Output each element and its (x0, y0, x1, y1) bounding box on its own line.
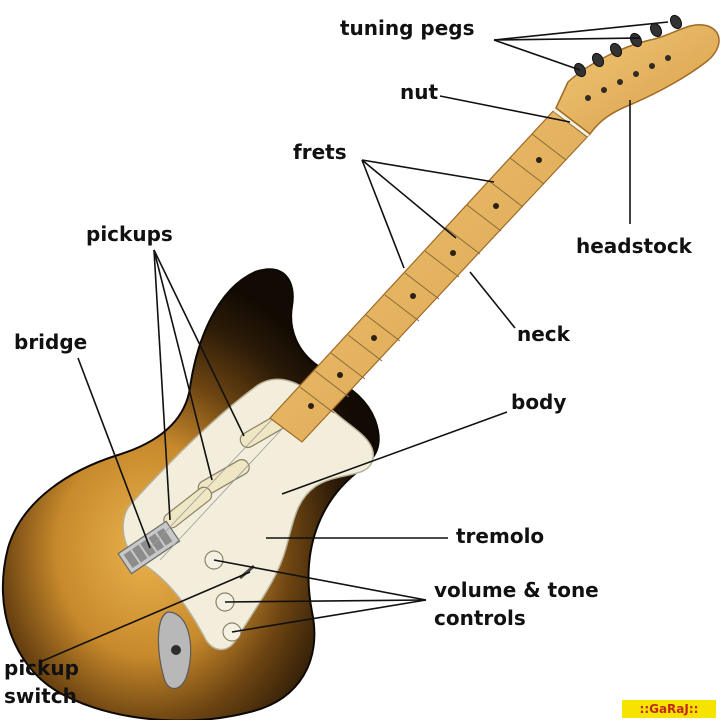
tuning-pegs (573, 14, 683, 78)
label-pickups: pickups (86, 222, 173, 246)
tuner-posts (585, 55, 671, 101)
bridge (117, 520, 181, 575)
label-headstock: headstock (576, 234, 692, 258)
label-bridge: bridge (14, 330, 88, 354)
label-frets: frets (293, 140, 347, 164)
nut (552, 107, 591, 137)
label-body: body (511, 390, 567, 414)
label-tremolo: tremolo (456, 524, 545, 548)
label-switch: switch (4, 684, 77, 708)
label-controls: controls (434, 606, 526, 630)
watermark-logo: ::GaRaJ:: (622, 700, 716, 718)
label-nut: nut (400, 80, 439, 104)
label-tuning-pegs: tuning pegs (340, 16, 475, 40)
label-neck: neck (517, 322, 570, 346)
pickguard (122, 378, 375, 651)
leader-lines (39, 21, 669, 663)
label-volume-tone: volume & tone (434, 578, 599, 602)
frets (299, 110, 588, 414)
label-pickup: pickup (4, 656, 79, 680)
headstock (555, 24, 720, 136)
fret-markers (308, 157, 542, 409)
